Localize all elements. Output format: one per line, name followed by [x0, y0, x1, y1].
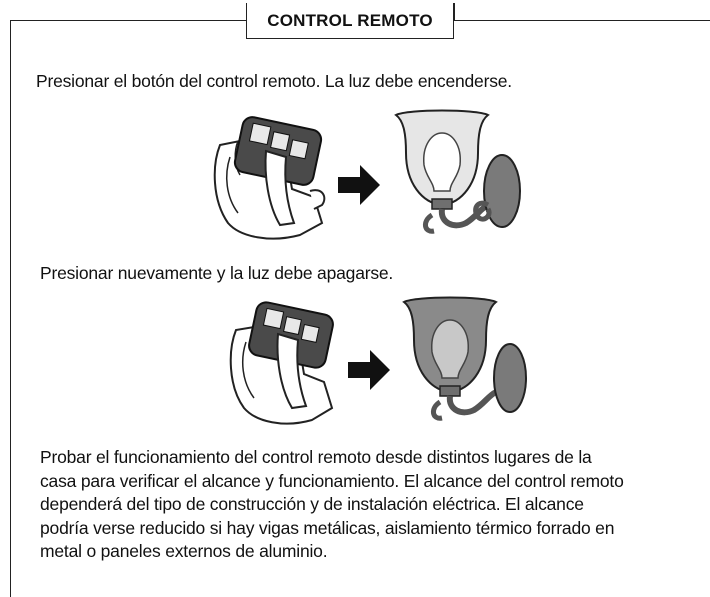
- wall-lamp-icon: [394, 109, 521, 234]
- range-test-paragraph: Probar el funcionamiento del control rem…: [40, 446, 680, 564]
- frame-border-top-right: [454, 20, 710, 21]
- section-title: CONTROL REMOTO: [245, 3, 455, 39]
- pressing-thumb: [276, 332, 308, 410]
- frame-border-left: [10, 20, 11, 597]
- remote-control-icon: [233, 116, 323, 186]
- paragraph-line: podría verse reducido si hay vigas metál…: [40, 517, 615, 538]
- paragraph-line: dependerá del tipo de construcción y de …: [40, 494, 584, 514]
- bulb-on: [423, 132, 461, 192]
- arrow-right-icon: [348, 350, 390, 390]
- paragraph-line: Probar el funcionamiento del control rem…: [40, 447, 592, 467]
- step-1-instruction: Presionar el botón del control remoto. L…: [36, 71, 512, 91]
- arrow-right-icon: [338, 165, 380, 205]
- wall-lamp-icon: [402, 296, 527, 421]
- illustration-lamp-off: [229, 296, 527, 425]
- pressing-thumb: [264, 149, 296, 227]
- frame-border-top-left: [10, 20, 247, 21]
- step-2-instruction: Presionar nuevamente y la luz debe apaga…: [40, 263, 394, 283]
- paragraph-line: metal o paneles externos de aluminio.: [40, 541, 328, 561]
- bulb-off: [431, 319, 469, 379]
- illustration-lamp-on: [213, 109, 521, 240]
- paragraph-line: casa para verificar el alcance y funcion…: [40, 470, 624, 491]
